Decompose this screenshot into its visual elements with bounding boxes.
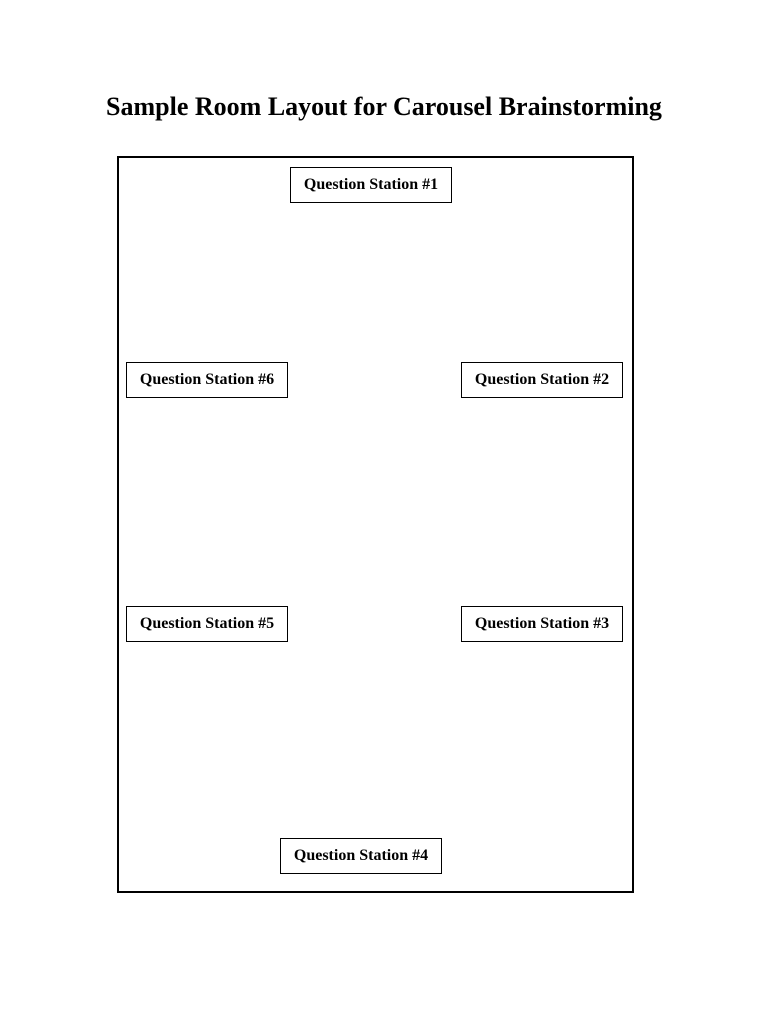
page-title: Sample Room Layout for Carousel Brainsto… <box>106 92 662 121</box>
question-station-5-box: Question Station #5 <box>126 606 288 642</box>
question-station-2-box: Question Station #2 <box>461 362 623 398</box>
question-station-1-box: Question Station #1 <box>290 167 452 203</box>
question-station-3-box: Question Station #3 <box>461 606 623 642</box>
question-station-4-box: Question Station #4 <box>280 838 442 874</box>
room-outline: Question Station #1 Question Station #6 … <box>117 156 634 893</box>
question-station-6-box: Question Station #6 <box>126 362 288 398</box>
